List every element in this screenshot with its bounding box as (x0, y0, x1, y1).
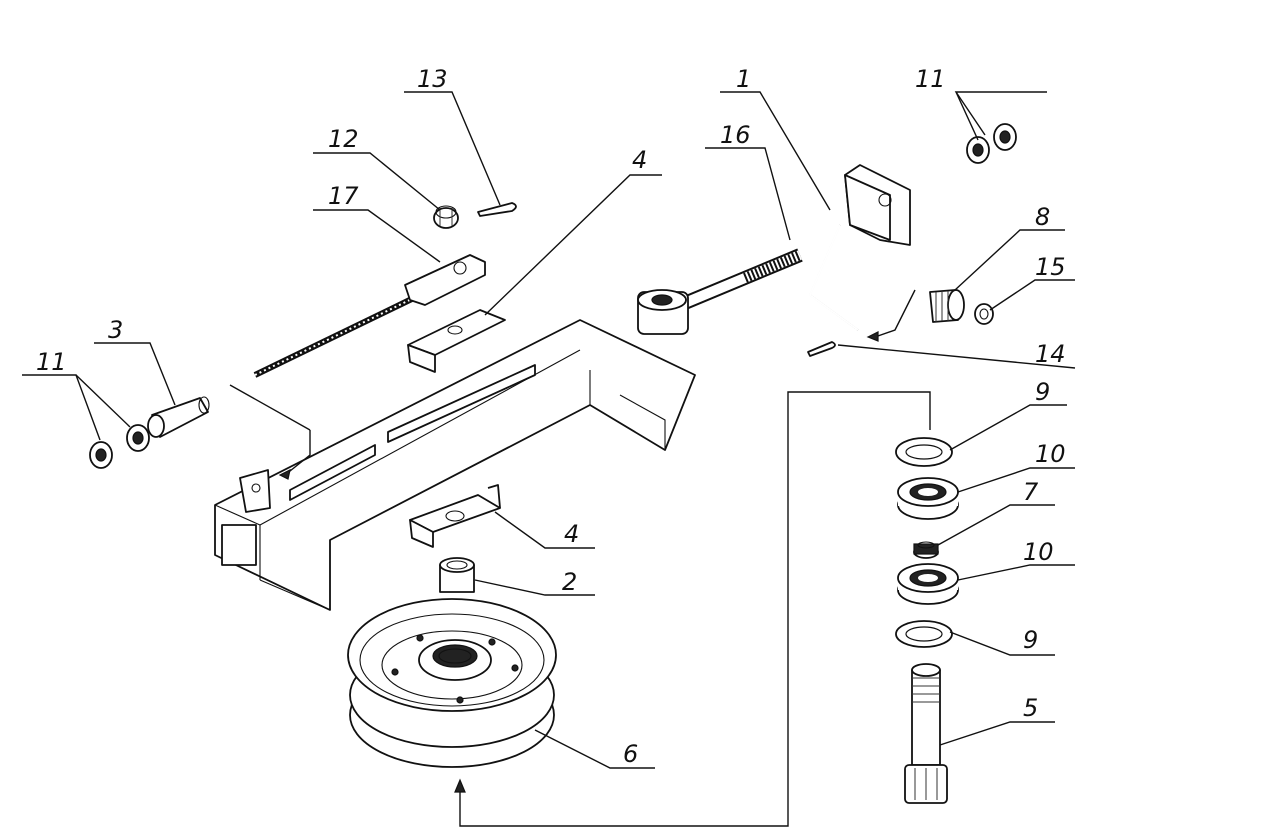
callout-labels: 1 2 3 4 4 5 6 7 8 9 9 10 10 11 11 12 13 … (36, 65, 1066, 768)
part-17-threaded-rod (253, 254, 486, 378)
part-7-spacer-ring (913, 541, 939, 559)
callout-6: 6 (623, 740, 638, 768)
part-4-upper-bracket (407, 309, 506, 373)
part-13-cotter-pin (477, 202, 517, 217)
callout-12: 12 (328, 125, 359, 153)
assembly-path-line (454, 391, 931, 827)
callout-2: 2 (562, 568, 577, 596)
part-12-castle-nut (433, 205, 459, 229)
callout-7: 7 (1023, 478, 1039, 506)
callout-13: 13 (417, 65, 448, 93)
callout-11-right: 11 (915, 65, 946, 93)
callout-9-lower: 9 (1023, 626, 1038, 654)
part-16-eye-bolt (637, 248, 803, 335)
callout-10-lower: 10 (1023, 538, 1054, 566)
callout-9-upper: 9 (1035, 378, 1050, 406)
callout-16: 16 (720, 121, 751, 149)
callout-17: 17 (328, 182, 359, 210)
part-3-spacer (147, 396, 210, 438)
part-2-bushing (439, 557, 475, 593)
leader-lines (22, 91, 1076, 769)
callout-8: 8 (1035, 203, 1050, 231)
frame-rail (214, 319, 696, 611)
callout-14: 14 (1035, 340, 1066, 368)
part-9-snap-ring-upper (895, 437, 953, 467)
part-1-crank-lever (808, 164, 916, 342)
part-15-washer (974, 303, 994, 325)
callout-1: 1 (736, 65, 751, 93)
callout-10-upper: 10 (1035, 440, 1066, 468)
part-5-shaft (904, 663, 948, 804)
part-14-pin (807, 341, 836, 357)
part-11-nuts-right (966, 123, 1017, 164)
callout-3: 3 (108, 316, 123, 344)
part-10-bearing-upper (897, 477, 959, 520)
callout-5: 5 (1023, 694, 1038, 722)
part-6-pulley (347, 598, 557, 768)
callout-4-upper: 4 (632, 146, 647, 174)
part-8-bushing (929, 289, 965, 323)
part-11-nuts-left (89, 424, 150, 469)
callout-11-left: 11 (36, 348, 67, 376)
callout-15: 15 (1035, 253, 1066, 281)
part-9-snap-ring-lower (895, 620, 953, 648)
part-10-bearing-lower (897, 563, 959, 605)
part-4-lower-bracket (409, 484, 501, 548)
callout-4-lower: 4 (564, 520, 579, 548)
